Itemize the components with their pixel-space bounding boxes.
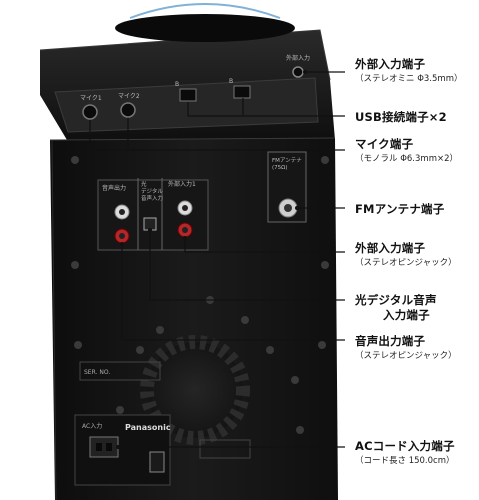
callout-ac-sub: （コード長さ 150.0cm） [355, 456, 455, 466]
usb1-port [179, 88, 197, 102]
vent-ring [140, 335, 250, 445]
callout-optical-title: 光デジタル音声 [355, 293, 437, 307]
panel-label-ac-in: AC入力 [82, 422, 102, 430]
panel-label-mic1: マイク1 [80, 95, 102, 102]
panel-label-usb1: B [175, 81, 179, 88]
callout-ext-in-rca-sub: （ステレオピンジャック） [355, 258, 457, 268]
callout-mic-title: マイク端子 [355, 137, 414, 151]
panel-label-ext-in: 外部入力1 [168, 180, 196, 188]
ac-inlet [89, 436, 119, 458]
callout-fm-title: FMアンテナ端子 [355, 202, 445, 216]
panel-label-ser-no: SER. NO. [84, 369, 110, 376]
callout-mic-sub: （モノラル Φ6.3mm×2） [355, 154, 459, 164]
panel-label-mic2: マイク2 [118, 93, 140, 100]
callout-ext-in-top-sub: （ステレオミニ Φ3.5mm） [355, 74, 463, 84]
mic1-jack [82, 104, 98, 120]
panel-label-optical: 光デジタル音声入力 [141, 180, 163, 202]
brand-logo: Panasonic [125, 423, 171, 432]
callout-audio-out-title: 音声出力端子 [355, 334, 426, 348]
callout-audio-out-sub: （ステレオピンジャック） [355, 351, 457, 361]
usb2-port [233, 85, 251, 99]
panel-label-ext-in-top: 外部入力 [286, 54, 310, 62]
panel-label-fm-antenna: FMアンテナ(75Ω) [272, 157, 302, 171]
callout-dots [116, 70, 307, 449]
callout-optical-title2: 入力端子 [383, 308, 430, 322]
callout-lines [89, 71, 345, 448]
panel-label-usb2: B [229, 78, 233, 85]
callout-ext-in-rca-title: 外部入力端子 [355, 241, 426, 255]
callout-usb-title: USB接続端子×2 [355, 110, 447, 124]
callout-ext-in-top-title: 外部入力端子 [355, 57, 426, 71]
callout-ac-title: ACコード入力端子 [355, 439, 455, 453]
ext-in-top-jack [292, 66, 304, 78]
mic2-jack [120, 102, 136, 118]
serial-area [79, 361, 161, 381]
panel-label-audio-out: 音声出力 [102, 184, 126, 192]
front-connector-strip [54, 77, 319, 133]
